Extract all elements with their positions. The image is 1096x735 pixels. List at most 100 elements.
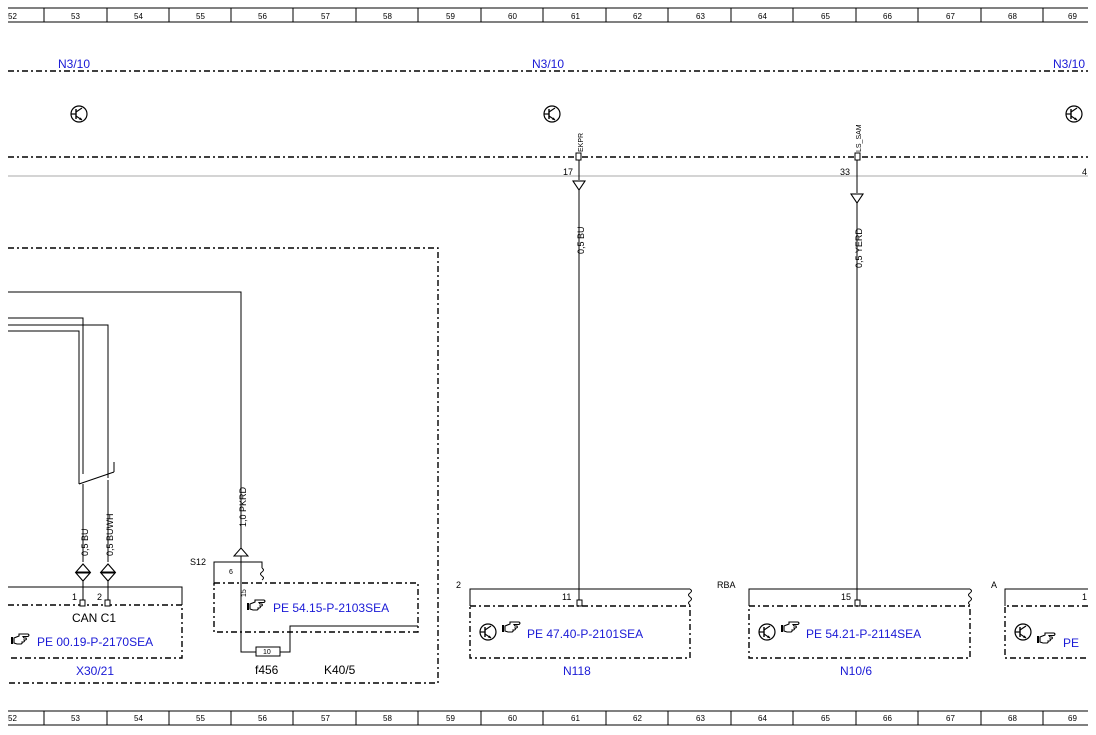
pin-2: 2 — [97, 592, 102, 602]
ruler-col-53: 53 — [71, 12, 80, 21]
pointing-hand-icon — [502, 621, 521, 633]
ruler-col-69: 69 — [1068, 12, 1077, 21]
k40-5-group: K40/5 — [8, 247, 439, 684]
n3-10-label-mid: N3/10 — [532, 57, 564, 71]
pin-group-rba: RBA — [717, 580, 736, 590]
bottom-ruler: 52 53 54 55 56 57 58 59 60 61 62 63 64 6… — [8, 710, 1088, 726]
transistor-icon — [758, 623, 776, 641]
ruler-col-60: 60 — [508, 714, 517, 723]
ruler-col-68: 68 — [1008, 12, 1017, 21]
wire-ekpr-n118: EKPR 17 0,5 BU — [563, 133, 586, 600]
pin-1-partial: 1 — [1082, 592, 1087, 602]
ruler-col-58: 58 — [383, 714, 392, 723]
ruler-col-68: 68 — [1008, 714, 1017, 723]
pointing-hand-icon — [247, 599, 266, 611]
ruler-col-52: 52 — [8, 12, 17, 21]
ref-pe-00-19[interactable]: PE 00.19-P-2170SEA — [37, 635, 153, 649]
wire-ls-sam-n10-6: LS_SAM 33 0,5 YERD 4 — [840, 124, 1087, 600]
n118-label: N118 — [563, 664, 591, 678]
ruler-col-65: 65 — [821, 714, 830, 723]
wire-label-0-5-bu-can: 0,5 BU — [80, 528, 90, 556]
ruler-col-64: 64 — [758, 12, 767, 21]
ruler-col-52: 52 — [8, 714, 17, 723]
ref-pe-47-40[interactable]: PE 47.40-P-2101SEA — [527, 627, 643, 641]
ruler-col-67: 67 — [946, 12, 955, 21]
ref-pe-54-15[interactable]: PE 54.15-P-2103SEA — [273, 601, 389, 615]
pin-signal-ls-sam: LS_SAM — [856, 124, 863, 152]
ref-pe-54-21[interactable]: PE 54.21-P-2114SEA — [806, 627, 921, 641]
wire-label-0-5-yerd: 0,5 YERD — [854, 228, 864, 268]
pin-signal-ekpr: EKPR — [578, 133, 585, 152]
n118-component: 2 11 PE 47.40-P-2101SEA N118 — [456, 580, 692, 678]
transistor-icon — [479, 623, 497, 641]
transistor-icon — [1065, 105, 1083, 123]
ruler-col-61: 61 — [571, 12, 580, 21]
x30-21-label: X30/21 — [76, 664, 114, 678]
fuse-value: 10 — [263, 649, 271, 656]
ruler-col-54: 54 — [134, 714, 143, 723]
n10-6-component: RBA 15 PE 54.21-P-2114SEA N10/6 — [717, 580, 972, 678]
transistor-icon — [543, 105, 561, 123]
ruler-col-55: 55 — [196, 714, 205, 723]
can-c1-label: CAN C1 — [72, 611, 116, 625]
transistor-icon — [1014, 623, 1032, 641]
can-c1-wiring: 0,5 BU 0,5 BUWH — [8, 317, 116, 603]
ruler-col-61: 61 — [571, 714, 580, 723]
wire-label-0-5-buwh: 0,5 BUWH — [105, 513, 115, 556]
ruler-col-56: 56 — [258, 714, 267, 723]
ruler-col-55: 55 — [196, 12, 205, 21]
ruler-col-64: 64 — [758, 714, 767, 723]
x30-21-component: 1 2 CAN C1 PE 00.19-P-2170SEA X30/21 — [8, 586, 183, 678]
pointing-hand-icon — [781, 621, 800, 633]
ruler-col-67: 67 — [946, 714, 955, 723]
pin-1: 1 — [72, 592, 77, 602]
ruler-col-62: 62 — [633, 12, 642, 21]
ruler-col-66: 66 — [883, 714, 892, 723]
ruler-col-57: 57 — [321, 12, 330, 21]
pin-group-a: A — [991, 580, 997, 590]
pin-group-2: 2 — [456, 580, 461, 590]
ruler-col-65: 65 — [821, 12, 830, 21]
ruler-col-58: 58 — [383, 12, 392, 21]
transistor-icon — [70, 105, 88, 123]
ruler-col-56: 56 — [258, 12, 267, 21]
a-component-partial: A 1 PE — [991, 580, 1088, 659]
plug-connector-icon — [100, 563, 116, 582]
ruler-col-69: 69 — [1068, 714, 1077, 723]
pin-17: 17 — [563, 167, 573, 177]
pointing-hand-icon — [11, 633, 30, 645]
top-ruler: 52 53 54 55 56 57 58 59 60 61 62 63 64 6… — [8, 7, 1088, 23]
pin-11: 11 — [562, 592, 571, 602]
n3-10-label-right: N3/10 — [1053, 57, 1085, 71]
connector-arrow-icon — [572, 180, 586, 191]
pin-4-partial: 4 — [1082, 167, 1087, 177]
pin-15: 15 — [241, 589, 248, 597]
ref-pe-partial[interactable]: PE — [1063, 636, 1079, 650]
pointing-hand-icon — [1037, 632, 1056, 644]
ruler-col-63: 63 — [696, 12, 705, 21]
ruler-col-57: 57 — [321, 714, 330, 723]
ruler-col-53: 53 — [71, 714, 80, 723]
ruler-col-63: 63 — [696, 714, 705, 723]
n3-10-label-left: N3/10 — [58, 57, 90, 71]
k40-5-component: 1,0 PKRD S12 6 15 PE 54.15-P-2103SEA 10 … — [8, 291, 419, 677]
pin-33: 33 — [840, 167, 850, 177]
s12-label: S12 — [190, 557, 206, 567]
plug-connector-icon — [75, 563, 91, 582]
ruler-col-59: 59 — [446, 714, 455, 723]
k40-5-label: K40/5 — [324, 663, 356, 677]
n10-6-label: N10/6 — [840, 664, 872, 678]
wire-label-1-0-pkrd: 1,0 PKRD — [238, 486, 248, 527]
n3-10-module: N3/10 N3/10 N3/10 — [8, 57, 1088, 177]
fuse-f456: f456 — [255, 663, 279, 677]
ruler-col-59: 59 — [446, 12, 455, 21]
connector-arrow-icon — [850, 193, 864, 204]
pin-6: 6 — [229, 569, 233, 576]
ruler-col-60: 60 — [508, 12, 517, 21]
ruler-col-66: 66 — [883, 12, 892, 21]
wire-label-0-5-bu: 0,5 BU — [576, 226, 586, 254]
ruler-col-62: 62 — [633, 714, 642, 723]
ruler-col-54: 54 — [134, 12, 143, 21]
pin-15-n10: 15 — [841, 592, 851, 602]
